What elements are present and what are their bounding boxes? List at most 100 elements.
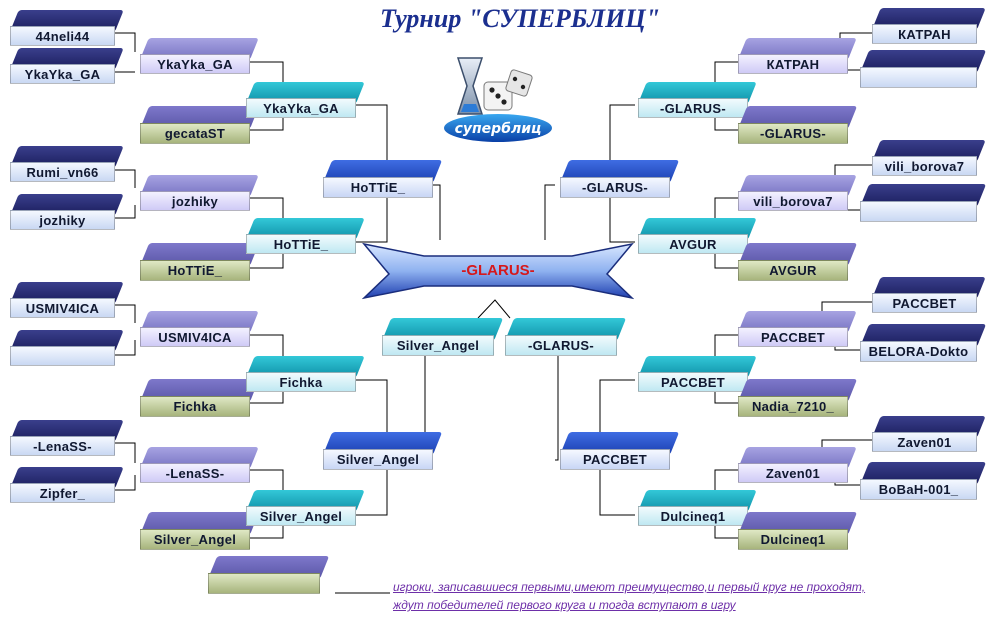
right-r2-slot-1[interactable]: КАТРАН [738, 38, 857, 74]
right-semi-slot[interactable]: -GLARUS- [505, 318, 627, 356]
left-semi-label: Silver_Angel [382, 335, 494, 356]
left-r4-slot-1[interactable]: HoTTiE_ [323, 160, 443, 198]
left-r2-slot-1[interactable]: YkaYka_GA [140, 38, 259, 74]
right-r1-slot-7[interactable]: Zaven01 [872, 416, 986, 452]
left-r2-slot-6-label: Fichka [140, 396, 250, 417]
left-r1-slot-8-label: Zipfer_ [10, 483, 115, 503]
winner-name: -GLARUS- [461, 262, 535, 279]
right-r2-slot-8[interactable]: Dulcineq1 [738, 512, 858, 550]
right-r4-slot-1[interactable]: -GLARUS- [560, 160, 680, 198]
rules-note: игроки, записавшиеся первыми,имеют преим… [393, 578, 983, 614]
right-r4-slot-2[interactable]: PACCBET [560, 432, 680, 470]
right-r2-slot-3-label: vili_borova7 [738, 191, 848, 211]
right-r1-slot-2-label [860, 67, 977, 88]
left-r2-slot-8-label: Silver_Angel [140, 529, 250, 550]
right-r2-slot-4-label: AVGUR [738, 260, 848, 281]
right-r1-slot-8-label: BoBaH-001_ [860, 479, 977, 500]
right-r4-slot-2-label: PACCBET [560, 449, 670, 470]
left-r4-slot-1-label: HoTTiE_ [323, 177, 433, 198]
right-r4-slot-1-label: -GLARUS- [560, 177, 670, 198]
right-r2-slot-1-label: КАТРАН [738, 54, 848, 74]
left-r1-slot-7-label: -LenaSS- [10, 436, 115, 456]
left-r3-slot-1[interactable]: YkaYka_GA [246, 82, 365, 118]
rules-note-line-1: игроки, записавшиеся первыми,имеют преим… [393, 580, 866, 594]
left-r2-slot-4[interactable]: HoTTiE_ [140, 243, 260, 281]
logo-text: суперблиц [455, 121, 542, 137]
right-r1-slot-6-label: BELORA-Dokto [860, 341, 977, 362]
right-r3-slot-3-label: PACCBET [638, 372, 748, 392]
left-r2-slot-6[interactable]: Fichka [140, 379, 260, 417]
right-r3-slot-2[interactable]: AVGUR [638, 218, 757, 254]
left-r2-slot-7-label: -LenaSS- [140, 463, 250, 483]
left-r3-slot-2-label: HoTTiE_ [246, 234, 356, 254]
left-r1-slot-1-label: 44neli44 [10, 26, 115, 46]
left-r3-slot-4-label: Silver_Angel [246, 506, 356, 526]
winner-banner [362, 242, 634, 300]
left-r1-slot-8[interactable]: Zipfer_ [10, 467, 124, 503]
right-r3-slot-1-label: -GLARUS- [638, 98, 748, 118]
left-r2-slot-9-label [208, 573, 320, 594]
left-semi-slot[interactable]: Silver_Angel [382, 318, 504, 356]
left-r1-slot-6[interactable] [10, 330, 124, 366]
left-r1-slot-3-label: Rumi_vn66 [10, 162, 115, 182]
right-r1-slot-5[interactable]: PACCBET [872, 277, 986, 313]
right-r2-slot-2[interactable]: -GLARUS- [738, 106, 858, 144]
left-r2-slot-8[interactable]: Silver_Angel [140, 512, 260, 550]
left-r2-slot-7[interactable]: -LenaSS- [140, 447, 259, 483]
left-r2-slot-3[interactable]: jozhiky [140, 175, 259, 211]
left-r1-slot-2-label: YkaYka_GA [10, 64, 115, 84]
right-r2-slot-6[interactable]: Nadia_7210_ [738, 379, 858, 417]
right-semi-label: -GLARUS- [505, 335, 617, 356]
right-r1-slot-1-label: КАТРАН [872, 24, 977, 44]
left-r3-slot-1-label: YkaYka_GA [246, 98, 356, 118]
right-r2-slot-7[interactable]: Zaven01 [738, 447, 857, 483]
right-r2-slot-4[interactable]: AVGUR [738, 243, 858, 281]
left-r2-slot-1-label: YkaYka_GA [140, 54, 250, 74]
right-r1-slot-4-label [860, 201, 977, 222]
left-r3-slot-3[interactable]: Fichka [246, 356, 365, 392]
left-r2-slot-4-label: HoTTiE_ [140, 260, 250, 281]
tournament-logo: суперблиц [440, 52, 556, 146]
left-r2-slot-2-label: gecataST [140, 123, 250, 144]
left-r1-slot-5-label: USMIV4ICA [10, 298, 115, 318]
left-r2-slot-2[interactable]: gecataST [140, 106, 260, 144]
right-r2-slot-6-label: Nadia_7210_ [738, 396, 848, 417]
right-r2-slot-8-label: Dulcineq1 [738, 529, 848, 550]
left-r2-slot-5[interactable]: USMIV4ICA [140, 311, 259, 347]
right-r2-slot-7-label: Zaven01 [738, 463, 848, 483]
right-r3-slot-3[interactable]: PACCBET [638, 356, 757, 392]
left-r1-slot-3[interactable]: Rumi_vn66 [10, 146, 124, 182]
left-r1-slot-7[interactable]: -LenaSS- [10, 420, 124, 456]
right-r1-slot-2[interactable] [860, 50, 987, 88]
right-r1-slot-5-label: PACCBET [872, 293, 977, 313]
left-r1-slot-4-label: jozhiky [10, 210, 115, 230]
right-r3-slot-2-label: AVGUR [638, 234, 748, 254]
right-r2-slot-3[interactable]: vili_borova7 [738, 175, 857, 211]
left-r3-slot-4[interactable]: Silver_Angel [246, 490, 365, 526]
left-r3-slot-3-label: Fichka [246, 372, 356, 392]
right-r2-slot-5[interactable]: PACCBET [738, 311, 857, 347]
left-r2-slot-9[interactable] [208, 556, 330, 594]
right-r2-slot-2-label: -GLARUS- [738, 123, 848, 144]
left-r1-slot-4[interactable]: jozhiky [10, 194, 124, 230]
right-r3-slot-4[interactable]: Dulcineq1 [638, 490, 757, 526]
left-r1-slot-2[interactable]: YkaYka_GA [10, 48, 124, 84]
right-r2-slot-5-label: PACCBET [738, 327, 848, 347]
right-r1-slot-1[interactable]: КАТРАН [872, 8, 986, 44]
left-r4-slot-2[interactable]: Silver_Angel [323, 432, 443, 470]
left-r3-slot-2[interactable]: HoTTiE_ [246, 218, 365, 254]
right-r1-slot-8[interactable]: BoBaH-001_ [860, 462, 987, 500]
right-r3-slot-4-label: Dulcineq1 [638, 506, 748, 526]
right-r3-slot-1[interactable]: -GLARUS- [638, 82, 757, 118]
right-r1-slot-6[interactable]: BELORA-Dokto [860, 324, 987, 362]
right-r1-slot-3[interactable]: vili_borova7 [872, 140, 986, 176]
left-r1-slot-5[interactable]: USMIV4ICA [10, 282, 124, 318]
left-r4-slot-2-label: Silver_Angel [323, 449, 433, 470]
right-r1-slot-7-label: Zaven01 [872, 432, 977, 452]
right-r1-slot-4[interactable] [860, 184, 987, 222]
left-r2-slot-5-label: USMIV4ICA [140, 327, 250, 347]
left-r1-slot-6-label [10, 346, 115, 366]
left-r1-slot-1[interactable]: 44neli44 [10, 10, 124, 46]
right-r1-slot-3-label: vili_borova7 [872, 156, 977, 176]
